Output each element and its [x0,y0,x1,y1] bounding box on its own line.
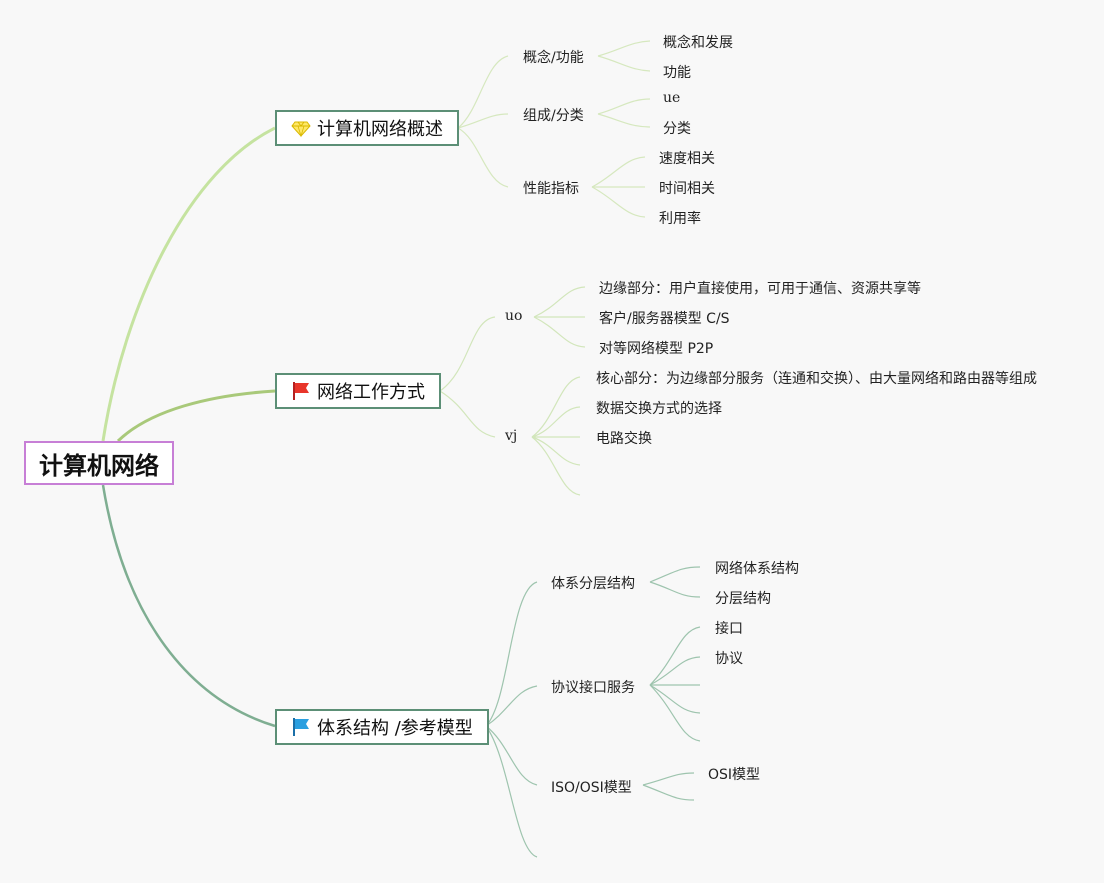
diamond-icon [291,121,311,138]
sub-composition-classification[interactable]: 组成/分类 [523,108,584,124]
sub-performance-metrics[interactable]: 性能指标 [523,181,579,197]
link-b2-sub2 [439,390,496,438]
leaf-osi-model[interactable]: OSI模型 [708,767,761,783]
link-root-branch-2 [116,389,276,443]
link-b1-sub1 [457,55,509,129]
branch-network-overview[interactable]: 计算机网络概述 [275,110,459,146]
sub-concept-function[interactable]: 概念/功能 [523,50,584,66]
branch-network-working-mode[interactable]: 网络工作方式 [275,373,441,409]
leaf-core-part[interactable]: 核心部分：为边缘部分服务（连通和交换）、由大量网络和路由器等组成 [596,371,1037,387]
red-flag-icon [293,382,309,400]
link-b2-sub1 [439,316,496,392]
leaf-time[interactable]: 时间相关 [659,181,715,197]
blue-flag-icon [293,718,309,736]
leaf-speed[interactable]: 速度相关 [659,151,715,167]
link-root-branch-3 [101,484,276,728]
leaf-p2p[interactable]: 对等网络模型 P2P [599,341,714,357]
leaf-layered-structure[interactable]: 分层结构 [715,591,771,607]
leaf-function[interactable]: 功能 [663,65,691,81]
link-b3-sub4 [485,725,538,858]
leaf-protocol[interactable]: 协议 [715,651,743,667]
branch-architecture-reference-model[interactable]: 体系结构 /参考模型 [275,709,489,745]
sub-layered-architecture[interactable]: 体系分层结构 [551,576,635,592]
leaf-network-architecture[interactable]: 网络体系结构 [715,561,799,577]
link-b1-sub2 [457,113,509,129]
sub-uo[interactable]: uo [505,308,523,324]
link-b3-sub2 [485,685,538,727]
link-b3-sub1 [485,581,538,727]
branch-label: 计算机网络概述 [317,119,443,140]
sub-protocol-interface-service[interactable]: 协议接口服务 [551,680,635,696]
leaf-utilization[interactable]: 利用率 [659,211,701,227]
leaf-client-server[interactable]: 客户/服务器模型 C/S [599,311,730,327]
leaf-ue[interactable]: ue [663,90,681,106]
link-root-branch-1 [101,126,276,442]
leaf-edge-part[interactable]: 边缘部分：用户直接使用，可用于通信、资源共享等 [599,281,921,297]
sub-vj[interactable]: vj [505,428,518,444]
branch-label: 网络工作方式 [317,382,425,403]
link-b1-sub3 [457,127,509,188]
leaf-concept-development[interactable]: 概念和发展 [663,35,733,51]
sub-iso-osi-model[interactable]: ISO/OSI模型 [551,780,632,796]
link-b3-sub3 [485,725,538,786]
root-label: 计算机网络 [39,451,159,480]
branch-label: 体系结构 /参考模型 [317,718,473,739]
root-node[interactable]: 计算机网络 [24,441,174,485]
leaf-classification[interactable]: 分类 [663,121,691,137]
leaf-interface[interactable]: 接口 [715,621,743,637]
leaf-data-exchange-choice[interactable]: 数据交换方式的选择 [596,401,722,417]
leaf-circuit-switching[interactable]: 电路交换 [596,431,652,447]
